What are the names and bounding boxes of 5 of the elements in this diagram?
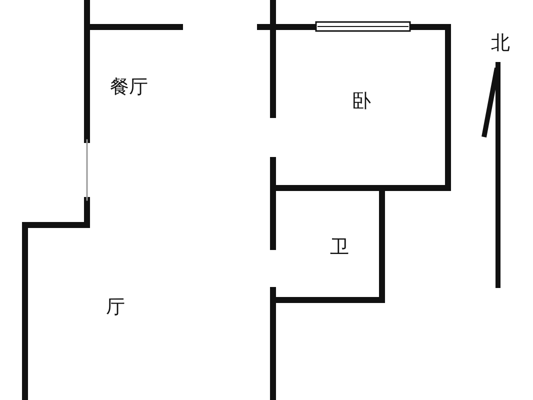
room-label: 厅 bbox=[106, 298, 125, 317]
room-label: 卧 bbox=[352, 92, 371, 111]
room-label: 卫 bbox=[330, 238, 349, 257]
room-label: 餐厅 bbox=[110, 78, 148, 97]
compass-label: 北 bbox=[491, 34, 510, 53]
